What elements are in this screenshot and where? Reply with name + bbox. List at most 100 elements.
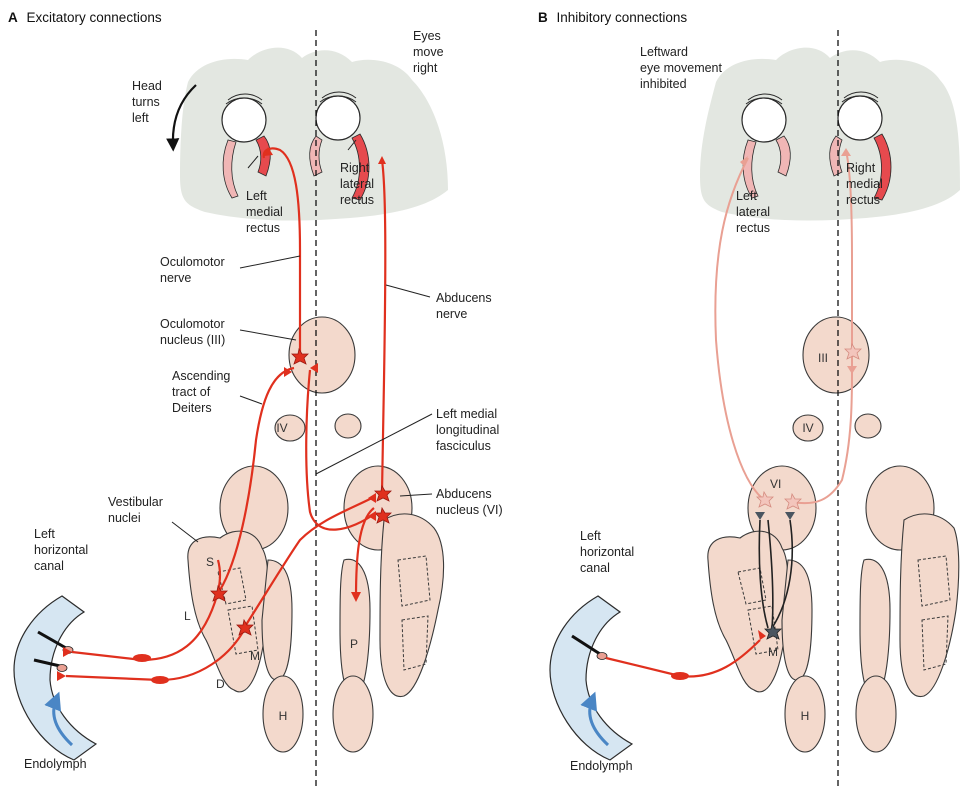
label-endolymph-b: Endolymph	[570, 759, 633, 773]
label-leftward-inhibited: Leftward eye movement inhibited	[640, 45, 725, 91]
label-oculomotor-nucleus: Oculomotor nucleus (III)	[160, 317, 228, 347]
label-abducens-nucleus-line1: Abducens	[436, 487, 492, 501]
label-left-medial-line3: rectus	[246, 221, 280, 235]
label-vestibular-line2: nuclei	[108, 511, 141, 525]
label-abducens-nucleus-line2: nucleus (VI)	[436, 503, 503, 517]
terminal-arrow-2	[57, 671, 66, 681]
label-mlf-line1: Left medial	[436, 407, 497, 421]
label-iv-a: IV	[276, 421, 287, 435]
leader-oculomotor-nerve	[240, 256, 300, 268]
label-canal-a-line2: horizontal	[34, 543, 88, 557]
label-oculomotor-nerve: Oculomotor nerve	[160, 255, 228, 285]
leader-ascending	[240, 396, 262, 404]
label-abducens-nerve-line1: Abducens	[436, 291, 492, 305]
label-abducens-nerve-line2: nerve	[436, 307, 467, 321]
label-oculomotor-nucleus-line2: nucleus (III)	[160, 333, 225, 347]
label-canal-b-line2: horizontal	[580, 545, 634, 559]
label-p: P	[350, 637, 358, 651]
label-right-medial-line2: medial	[846, 177, 883, 191]
vestibular-nuclei-right-b	[900, 514, 959, 697]
label-left-medial-line2: medial	[246, 205, 283, 219]
label-right-lateral-rectus: Right lateral rectus	[340, 161, 378, 207]
label-right-lateral-line3: rectus	[340, 193, 374, 207]
panel-a: A Excitatory connections	[8, 10, 503, 787]
hypoglossal-right-b	[856, 676, 896, 752]
label-endolymph-a: Endolymph	[24, 757, 87, 771]
leader-abducens-nerve	[386, 285, 430, 297]
panel-a-title: A Excitatory connections	[8, 10, 162, 25]
label-ascending-line3: Deiters	[172, 401, 212, 415]
left-horizontal-canal	[14, 596, 96, 760]
label-right-lateral-line2: lateral	[340, 177, 374, 191]
label-head-turns-line2: turns	[132, 95, 160, 109]
vestibular-nuclei-left-b	[708, 531, 788, 692]
ganglion-upper	[133, 654, 151, 662]
label-eyes-move: Eyes move right	[413, 29, 447, 75]
label-leftward-line3: inhibited	[640, 77, 687, 91]
panel-b-title-text: Inhibitory connections	[557, 10, 688, 25]
label-mlf-line2: longitudinal	[436, 423, 499, 437]
oculomotor-nucleus-b	[803, 317, 869, 393]
label-left-horizontal-canal-b: Left horizontal canal	[580, 529, 638, 575]
label-vi-b: VI	[770, 477, 781, 491]
label-right-lateral-line1: Right	[340, 161, 370, 175]
ganglion-b	[671, 672, 689, 680]
label-abducens-nerve: Abducens nerve	[436, 291, 495, 321]
vestibular-column-left-b	[782, 560, 812, 680]
left-eyeball	[222, 98, 266, 142]
trochlear-nucleus-right-b	[855, 414, 881, 438]
label-right-medial-line1: Right	[846, 161, 876, 175]
label-ascending-line1: Ascending	[172, 369, 230, 383]
label-s: S	[206, 555, 214, 569]
trochlear-nucleus-right	[335, 414, 361, 438]
label-m-a: M	[250, 649, 260, 663]
label-eyes-move-line1: Eyes	[413, 29, 441, 43]
vestibular-nuclei-left	[188, 531, 268, 692]
label-head-turns-line1: Head	[132, 79, 162, 93]
label-leftward-line2: eye movement	[640, 61, 723, 75]
label-head-turns-line3: left	[132, 111, 149, 125]
vestibular-column-left	[262, 560, 292, 680]
label-head-turns: Head turns left	[132, 79, 165, 125]
label-left-medial-line1: Left	[246, 189, 267, 203]
label-leftward-line1: Leftward	[640, 45, 688, 59]
panel-b: B Inhibitory connections	[538, 10, 960, 787]
label-right-medial-line3: rectus	[846, 193, 880, 207]
label-left-lateral-line1: Left	[736, 189, 757, 203]
label-eyes-move-line3: right	[413, 61, 438, 75]
hypoglossal-right	[333, 676, 373, 752]
label-abducens-nucleus: Abducens nucleus (VI)	[436, 487, 503, 517]
label-h-b: H	[801, 709, 810, 723]
vestibular-nuclei-right	[380, 514, 444, 697]
label-h-a: H	[279, 709, 288, 723]
right-eyeball	[316, 96, 360, 140]
left-horizontal-canal-b	[550, 596, 632, 760]
hair-cell-body-b	[597, 653, 607, 660]
label-m-b: M	[768, 645, 778, 659]
left-eyeball-b	[742, 98, 786, 142]
label-l: L	[184, 609, 191, 623]
label-canal-a-line1: Left	[34, 527, 55, 541]
label-mlf: Left medial longitudinal fasciculus	[436, 407, 503, 453]
label-oculomotor-nerve-line1: Oculomotor	[160, 255, 225, 269]
panel-a-title-text: Excitatory connections	[27, 10, 162, 25]
label-canal-b-line3: canal	[580, 561, 610, 575]
head-outline	[180, 48, 448, 221]
hair-cell-body-lower	[57, 665, 67, 672]
label-left-lateral-line2: lateral	[736, 205, 770, 219]
label-oculomotor-nerve-line2: nerve	[160, 271, 191, 285]
leader-mlf	[316, 414, 432, 474]
label-iii-b: III	[818, 351, 828, 365]
label-mlf-line3: fasciculus	[436, 439, 491, 453]
panel-b-letter: B	[538, 10, 548, 25]
panel-b-title: B Inhibitory connections	[538, 10, 687, 25]
label-ascending-tract: Ascending tract of Deiters	[172, 369, 234, 415]
label-canal-b-line1: Left	[580, 529, 601, 543]
label-canal-a-line3: canal	[34, 559, 64, 573]
label-iv-b: IV	[802, 421, 813, 435]
ganglion-lower	[151, 676, 169, 684]
leader-oculomotor-nucleus	[240, 330, 296, 340]
label-oculomotor-nucleus-line1: Oculomotor	[160, 317, 225, 331]
label-left-horizontal-canal-a: Left horizontal canal	[34, 527, 92, 573]
